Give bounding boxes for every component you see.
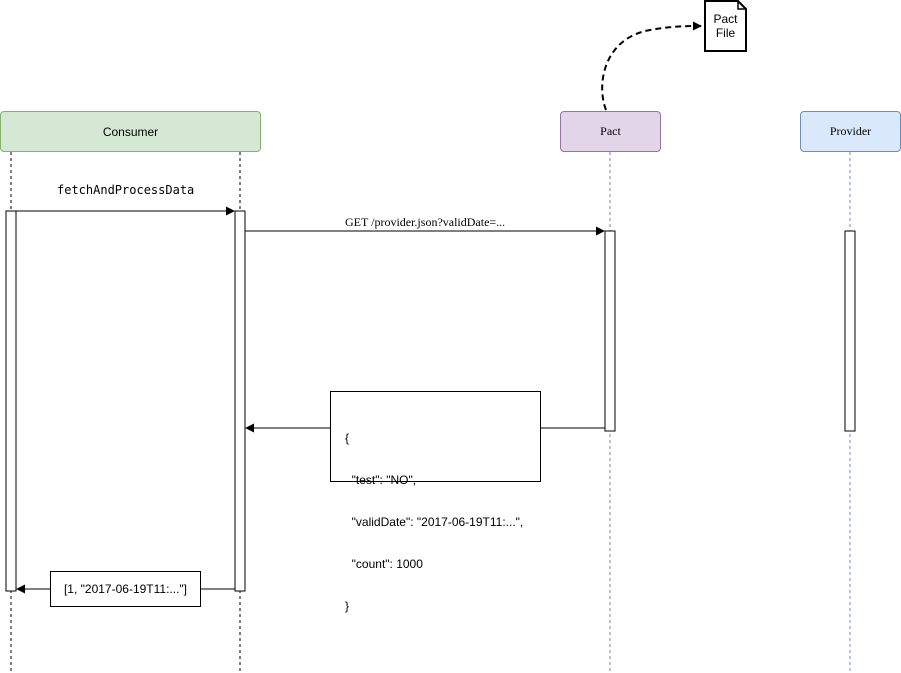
pact-file-arrow (601, 21, 702, 111)
response-line: "validDate": "2017-06-19T11:...", (345, 515, 524, 529)
consumer-participant: Consumer (0, 111, 261, 152)
consumer-label: Consumer (102, 124, 159, 139)
pact-participant: Pact (560, 111, 661, 152)
pact-file-fold (737, 1, 746, 10)
pact-file-line-2: File (715, 26, 736, 40)
pact-file-line-1: Pact (713, 12, 738, 26)
response-payload: { "test": "NO", "validDate": "2017-06-19… (330, 391, 541, 613)
result-label: [1, "2017-06-19T11:..."] (63, 582, 188, 596)
fetch-label: fetchAndProcessData (57, 183, 195, 197)
provider-label: Provider (829, 124, 872, 138)
provider-participant: Provider (800, 111, 901, 152)
response-line: } (345, 599, 350, 613)
response-line: "count": 1000 (345, 557, 423, 571)
consumer-activation-left (5, 210, 17, 592)
pact-label: Pact (600, 124, 621, 138)
result-box: [1, "2017-06-19T11:..."] (50, 571, 201, 607)
request-label: GET /provider.json?validDate=... (345, 215, 506, 229)
provider-activation (844, 230, 856, 432)
pact-activation (604, 230, 616, 432)
pact-file-shape (704, 0, 747, 52)
response-line: { (345, 431, 350, 445)
response-line: "test": "NO", (345, 473, 417, 487)
pact-file-label: Pact File (705, 12, 746, 40)
consumer-activation-right (234, 210, 246, 592)
